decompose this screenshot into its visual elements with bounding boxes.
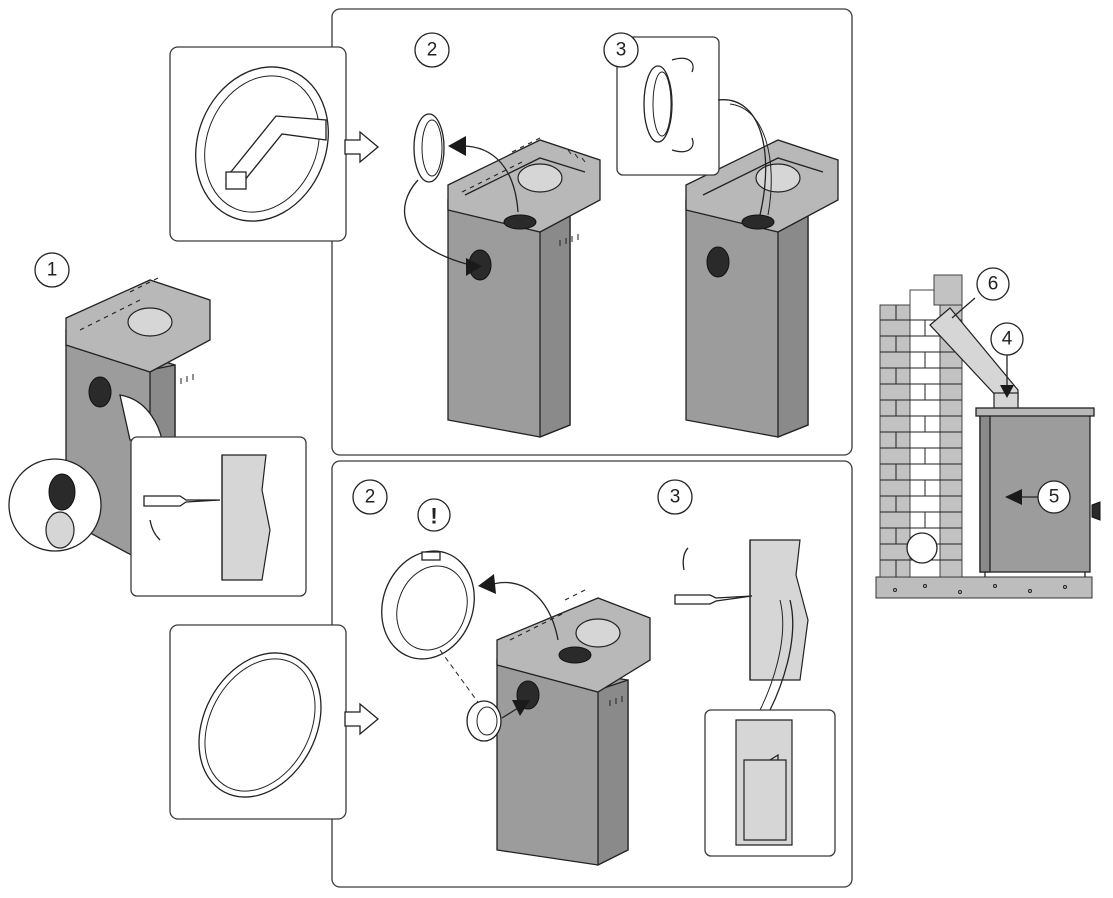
bottom-step3-label: 3: [657, 479, 693, 515]
bottom-step2-stove: !: [381, 498, 651, 867]
step1-label: 1: [34, 252, 70, 288]
hollow-arrow-top: [344, 130, 380, 164]
svg-text:2: 2: [427, 40, 438, 61]
top-ring-inset: [169, 46, 380, 242]
side-label-6: 6: [976, 267, 1010, 301]
top-step3-stove: [616, 36, 839, 438]
svg-text:3: 3: [616, 40, 627, 61]
brick-wall: [879, 274, 963, 578]
top-step3-label: 3: [603, 32, 639, 68]
side-label-4: 4: [990, 322, 1024, 356]
bottom-ring-inset: [169, 624, 380, 820]
svg-text:6: 6: [988, 274, 999, 295]
svg-text:2: 2: [365, 487, 376, 508]
top-step2-label: 2: [414, 32, 450, 68]
warning-icon: [417, 498, 451, 532]
svg-text:3: 3: [670, 487, 681, 508]
side-view: [875, 274, 1101, 599]
svg-text:4: 4: [1002, 329, 1013, 350]
top-step2-stove: [403, 113, 601, 438]
hollow-arrow-bottom: [344, 702, 380, 736]
step1-stove: [8, 277, 307, 597]
side-label-5: 5: [1037, 480, 1071, 514]
bottom-step2-label: 2: [352, 479, 388, 515]
svg-text:!: !: [430, 504, 437, 529]
bottom-step3-detail: [674, 539, 836, 857]
svg-text:5: 5: [1049, 487, 1060, 508]
svg-text:1: 1: [47, 260, 58, 281]
